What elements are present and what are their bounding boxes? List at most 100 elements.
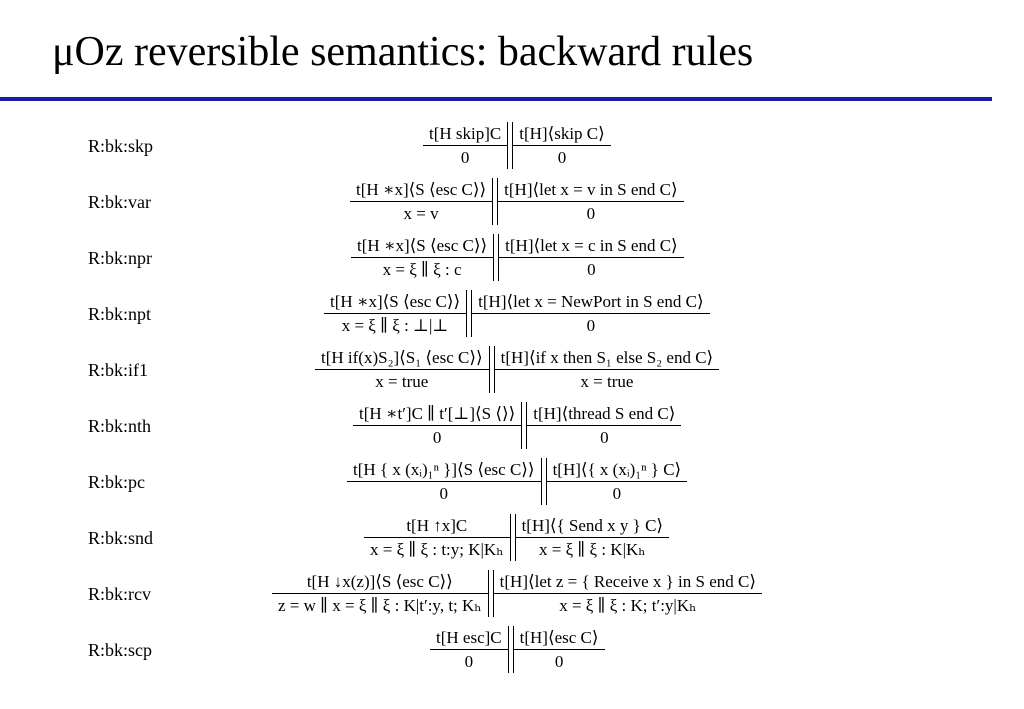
rule-name: R:bk:if1: [88, 360, 149, 380]
rule-name: R:bk:npr: [88, 248, 153, 268]
slide-title: μOz reversible semantics: backward rules: [52, 29, 754, 75]
double-bar-separator: [509, 514, 516, 561]
rule-fraction: t[H ↓x(z)]⟨S ⟨esc C⟩⟩ z = w ∥ x = ξ ∥ ξ :…: [272, 570, 762, 617]
double-bar-separator: [493, 234, 500, 281]
fraction-line: [527, 425, 682, 426]
left-premise: t[H ∗x]⟨S ⟨esc C⟩⟩: [357, 235, 488, 255]
rule-name: R:bk:scp: [88, 640, 153, 660]
fraction-line: [498, 201, 684, 202]
left-condition: z = w ∥ x = ξ ∥ ξ : K|t′:y, t; Kₕ: [278, 595, 482, 615]
right-condition: 0: [557, 147, 567, 167]
rule-row: R:bk:var t[H ∗x]⟨S ⟨esc C⟩⟩ x = v t[H]⟨let …: [0, 178, 1024, 228]
fraction-line: [423, 145, 508, 146]
fraction-line: [350, 201, 493, 202]
right-condition: x = true: [580, 371, 634, 391]
fraction-line: [546, 481, 688, 482]
double-bar-separator: [487, 570, 494, 617]
fraction-line: [515, 537, 670, 538]
fraction-line: [513, 145, 611, 146]
rule-row: R:bk:pc t[H { x (xᵢ)₁ⁿ }]⟨S ⟨esc C⟩⟩ 0 t[H]…: [0, 458, 1024, 508]
fraction-line: [513, 649, 605, 650]
rule-fraction: t[H ∗t′]C ∥ t′[⊥]⟨S ⟨⟩⟩ 0 t[H]⟨thread S en…: [353, 402, 682, 449]
rule-row: R:bk:if1 t[H if(x)S₂]⟨S₁ ⟨esc C⟩⟩ x = true…: [0, 346, 1024, 396]
left-condition: 0: [464, 651, 474, 671]
fraction-line: [494, 369, 720, 370]
fraction-line: [272, 593, 488, 594]
left-condition: 0: [439, 483, 449, 503]
fraction-line: [430, 649, 508, 650]
fraction-line: [347, 481, 541, 482]
right-premise: t[H]⟨{ x (xᵢ)₁ⁿ } C⟩: [552, 459, 682, 479]
rule-name: R:bk:pc: [88, 472, 145, 492]
double-bar-separator: [507, 626, 514, 673]
rule-name: R:bk:snd: [88, 528, 154, 548]
right-condition: x = ξ ∥ ξ : K|Kₕ: [538, 539, 646, 559]
right-premise: t[H]⟨let z = { Receive x } in S end C⟩: [499, 571, 756, 591]
left-premise: t[H esc]C: [436, 627, 502, 647]
double-bar-separator: [521, 402, 528, 449]
rule-fraction: t[H ∗x]⟨S ⟨esc C⟩⟩ x = ξ ∥ ξ : ⊥|⊥ t[H]⟨le…: [324, 290, 710, 337]
rule-name: R:bk:var: [88, 192, 151, 212]
left-condition: 0: [432, 427, 442, 447]
rule-row: R:bk:npt t[H ∗x]⟨S ⟨esc C⟩⟩ x = ξ ∥ ξ : ⊥|…: [0, 290, 1024, 340]
left-premise: t[H skip]C: [429, 123, 502, 143]
fraction-line: [364, 537, 510, 538]
double-bar-separator: [540, 458, 547, 505]
fraction-line: [324, 313, 467, 314]
fraction-line: [499, 257, 684, 258]
rule-fraction: t[H skip]C 0 t[H]⟨skip C⟩ 0: [423, 122, 611, 169]
right-premise: t[H]⟨skip C⟩: [519, 123, 605, 143]
double-bar-separator: [492, 178, 499, 225]
rule-name: R:bk:skp: [88, 136, 154, 156]
rule-name: R:bk:rcv: [88, 584, 151, 604]
left-condition: x = ξ ∥ ξ : ⊥|⊥: [341, 315, 449, 335]
right-premise: t[H]⟨let x = NewPort in S end C⟩: [478, 291, 704, 311]
right-condition: 0: [554, 651, 564, 671]
left-premise: t[H if(x)S₂]⟨S₁ ⟨esc C⟩⟩: [321, 347, 483, 367]
left-condition: x = ξ ∥ ξ : t:y; K|Kₕ: [370, 539, 504, 559]
rule-fraction: t[H { x (xᵢ)₁ⁿ }]⟨S ⟨esc C⟩⟩ 0 t[H]⟨{ x (x…: [347, 458, 688, 505]
fraction-line: [493, 593, 762, 594]
fraction-line: [353, 425, 522, 426]
right-condition: 0: [586, 203, 596, 223]
right-premise: t[H]⟨if x then S₁ else S₂ end C⟩: [500, 347, 714, 367]
right-condition: 0: [586, 315, 596, 335]
fraction-line: [472, 313, 710, 314]
right-premise: t[H]⟨esc C⟩: [519, 627, 599, 647]
rule-row: R:bk:rcv t[H ↓x(z)]⟨S ⟨esc C⟩⟩ z = w ∥ x =…: [0, 570, 1024, 620]
left-condition: 0: [460, 147, 470, 167]
rule-row: R:bk:nth t[H ∗t′]C ∥ t′[⊥]⟨S ⟨⟩⟩ 0 t[H]⟨thr…: [0, 402, 1024, 452]
rule-fraction: t[H esc]C 0 t[H]⟨esc C⟩ 0: [430, 626, 605, 673]
rule-name: R:bk:npt: [88, 304, 152, 324]
rule-fraction: t[H ∗x]⟨S ⟨esc C⟩⟩ x = v t[H]⟨let x = v in…: [350, 178, 684, 225]
right-condition: 0: [600, 427, 609, 447]
right-condition: x = ξ ∥ ξ : K; t′:y|Kₕ: [559, 595, 697, 615]
left-premise: t[H ∗x]⟨S ⟨esc C⟩⟩: [356, 179, 487, 199]
left-condition: x = ξ ∥ ξ : c: [382, 259, 462, 279]
left-condition: x = true: [375, 371, 429, 391]
right-premise: t[H]⟨let x = v in S end C⟩: [504, 179, 678, 199]
double-bar-separator: [507, 122, 514, 169]
double-bar-separator: [466, 290, 473, 337]
left-premise: t[H ∗x]⟨S ⟨esc C⟩⟩: [330, 291, 461, 311]
rule-row: R:bk:skp t[H skip]C 0 t[H]⟨skip C⟩ 0: [0, 122, 1024, 172]
fraction-line: [315, 369, 489, 370]
rule-fraction: t[H ↑x]C x = ξ ∥ ξ : t:y; K|Kₕ t[H]⟨{ Send…: [364, 514, 670, 561]
right-condition: 0: [587, 259, 596, 279]
right-premise: t[H]⟨thread S end C⟩: [533, 403, 676, 423]
right-premise: t[H]⟨{ Send x y } C⟩: [521, 515, 664, 535]
rule-fraction: t[H if(x)S₂]⟨S₁ ⟨esc C⟩⟩ x = true t[H]⟨if …: [315, 346, 720, 393]
left-condition: x = v: [403, 203, 439, 223]
fraction-line: [351, 257, 494, 258]
left-premise: t[H { x (xᵢ)₁ⁿ }]⟨S ⟨esc C⟩⟩: [353, 459, 535, 479]
right-condition: 0: [612, 483, 622, 503]
double-bar-separator: [488, 346, 495, 393]
left-premise: t[H ↑x]C: [406, 515, 468, 535]
left-premise: t[H ↓x(z)]⟨S ⟨esc C⟩⟩: [306, 571, 453, 591]
left-premise: t[H ∗t′]C ∥ t′[⊥]⟨S ⟨⟩⟩: [359, 403, 516, 423]
rule-name: R:bk:nth: [88, 416, 152, 436]
rule-row: R:bk:scp t[H esc]C 0 t[H]⟨esc C⟩ 0: [0, 626, 1024, 676]
